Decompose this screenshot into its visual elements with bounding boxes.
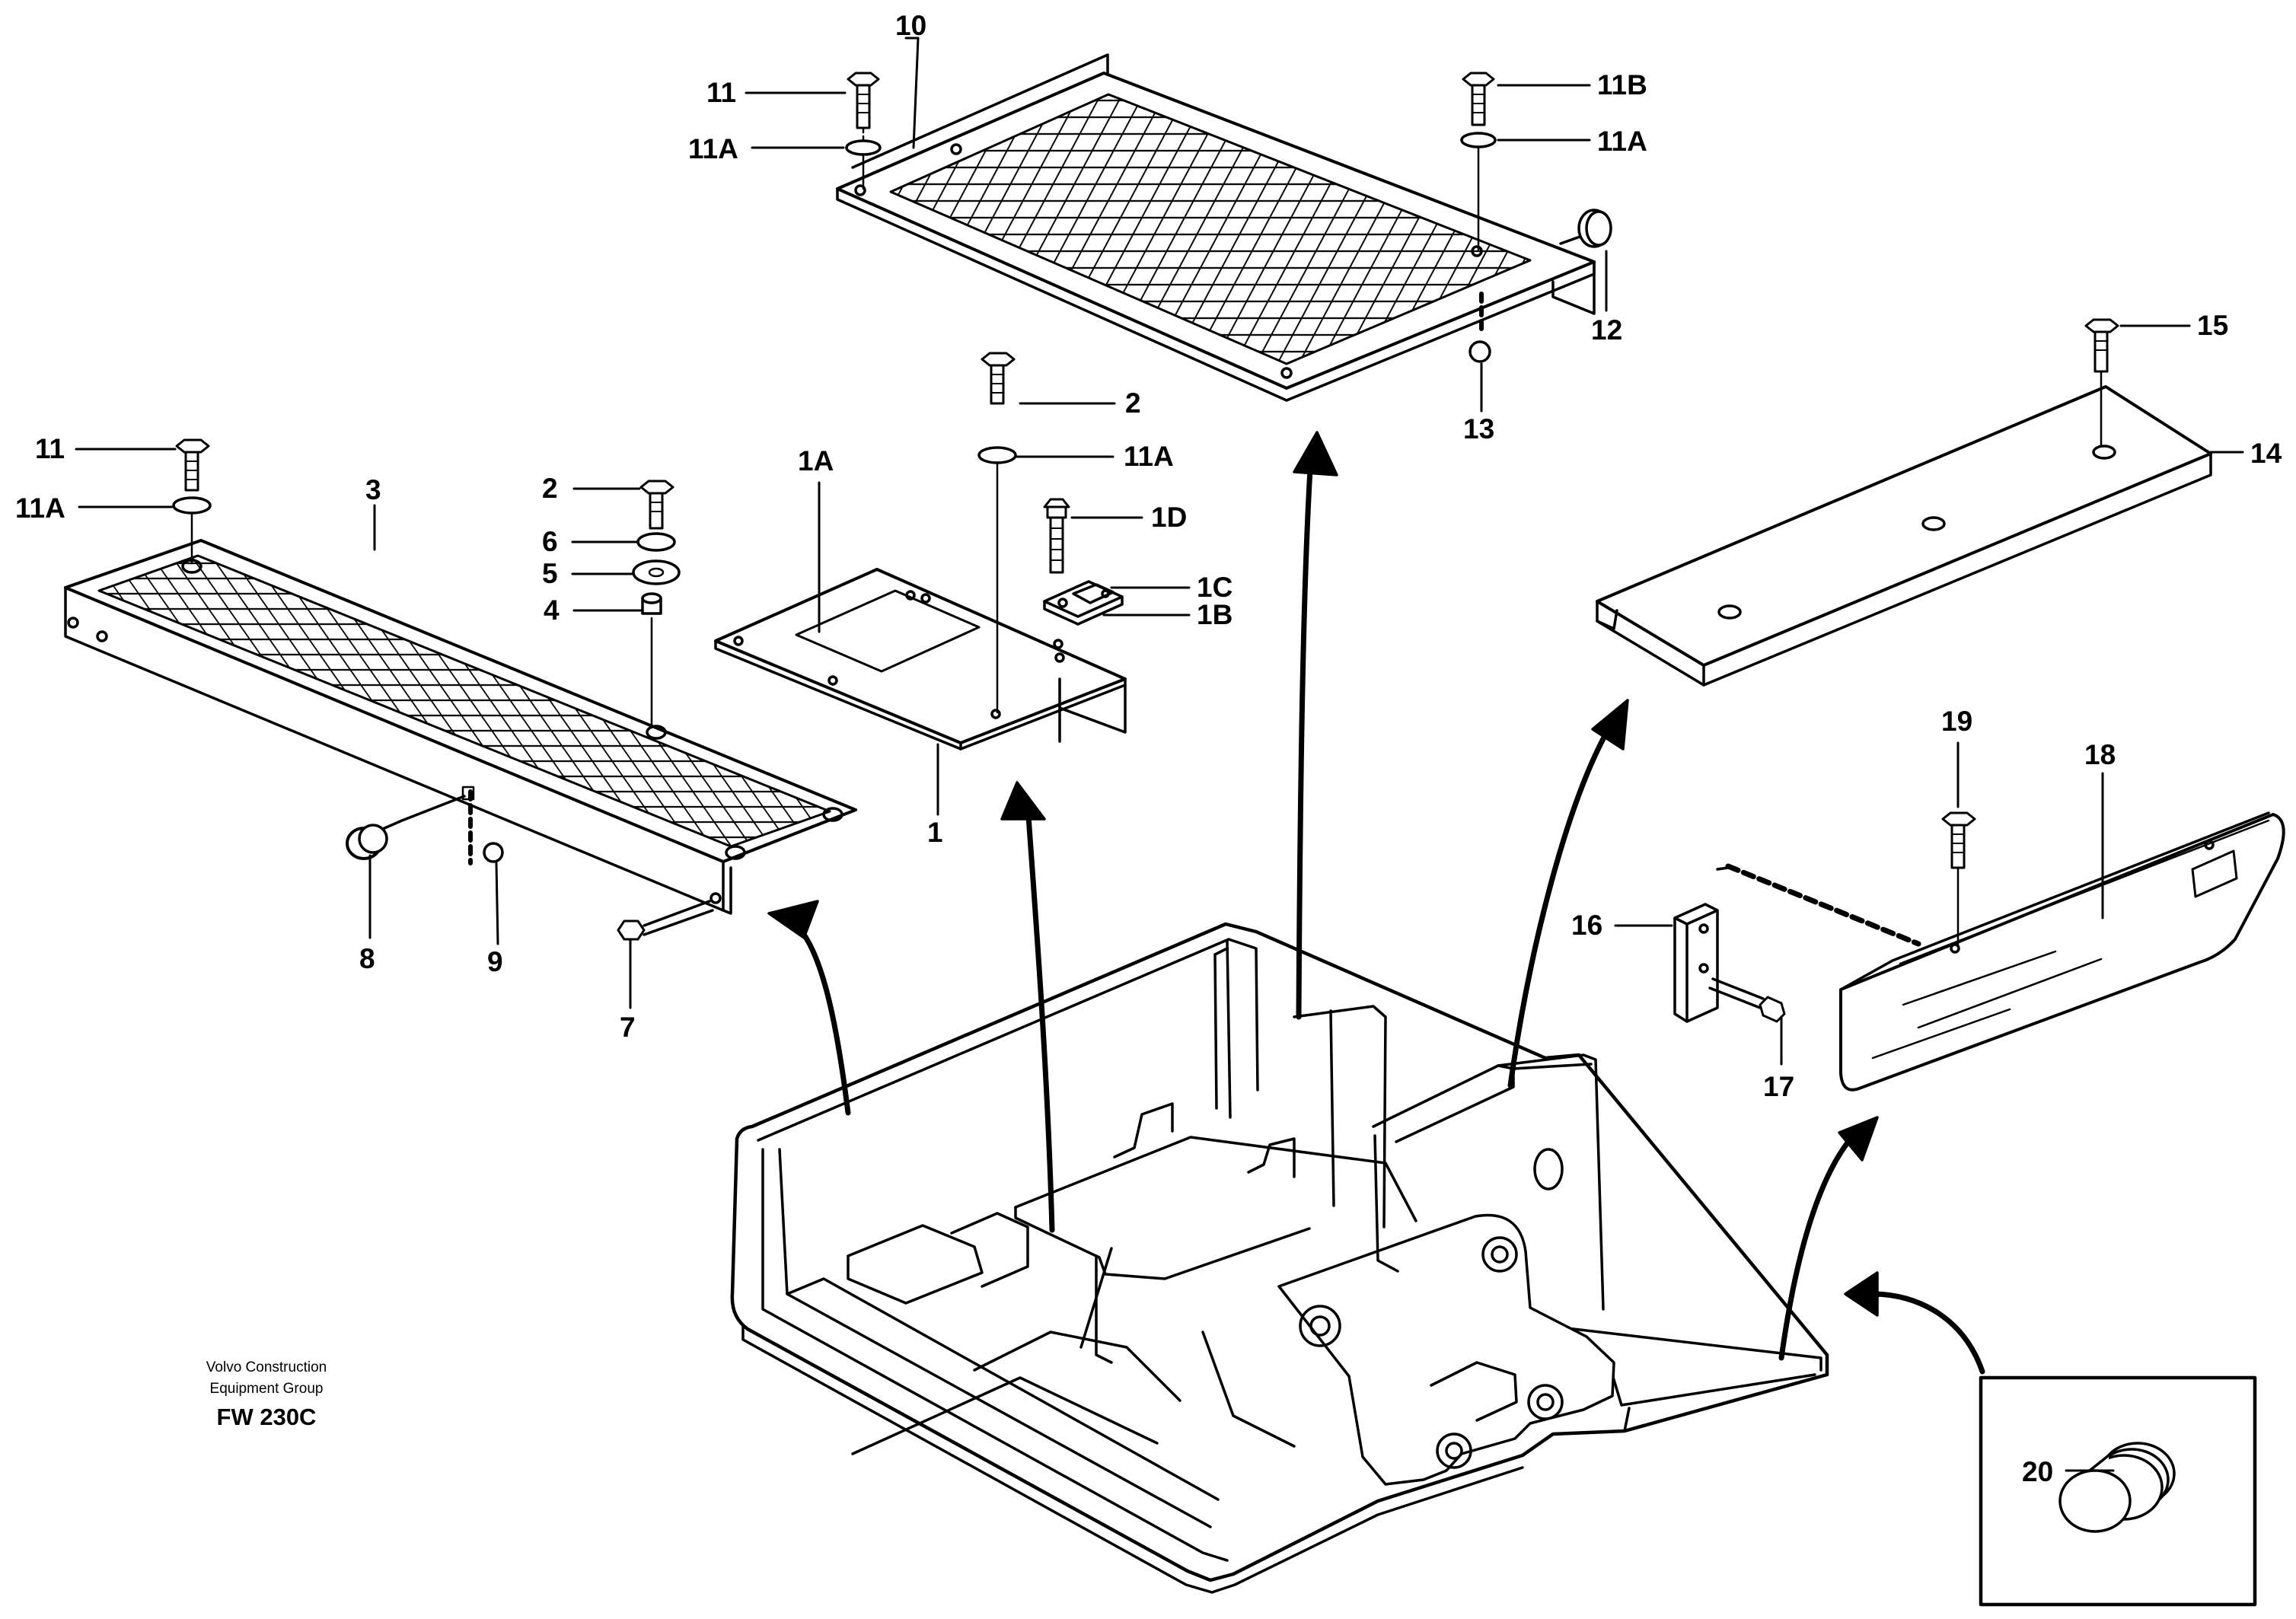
callout-11a-mid: 11A (1124, 441, 1174, 472)
bolt-11-left (175, 438, 210, 492)
knob-8 (346, 795, 466, 860)
drawing-code: FW 230C (217, 1404, 317, 1430)
bracket-16 (1673, 866, 1730, 1023)
plug-20 (2058, 1442, 2176, 1533)
callout-17: 17 (1763, 1071, 1794, 1102)
upper-frame (730, 922, 1829, 1594)
credit-company-line1: Volvo Construction (206, 1359, 327, 1375)
callout-1b: 1B (1197, 599, 1233, 630)
knob-12 (1559, 209, 1612, 248)
bolt-11b (1462, 72, 1495, 126)
callout-11-top: 11 (706, 77, 736, 108)
bolt-19 (1941, 811, 1976, 948)
callout-9: 9 (487, 946, 503, 977)
callout-12: 12 (1591, 314, 1622, 346)
arrow-to-top-grating (1293, 431, 1338, 1020)
callout-11a-top: 11A (688, 133, 738, 164)
spacer-4 (641, 592, 662, 615)
callout-labels: 10 11 11A 11B 11A 12 13 15 14 11 11A 3 2… (15, 10, 2282, 1487)
end-cover-18 (1839, 811, 2285, 1092)
callout-19: 19 (1941, 706, 1972, 737)
dashed-link-16-18 (1725, 863, 1921, 947)
callout-7: 7 (620, 1012, 636, 1043)
plug-inset-frame (1979, 1375, 2257, 1607)
latch-1c-1b (1043, 580, 1124, 626)
callout-3: 3 (365, 474, 381, 505)
bolt-7 (617, 900, 714, 941)
washer-11a-topright (1460, 132, 1497, 148)
callout-10: 10 (895, 10, 926, 41)
bolt-2-mid (981, 352, 1016, 405)
washer-5 (632, 559, 681, 585)
callout-11a-topright: 11A (1597, 126, 1647, 157)
bolt-17 (1708, 977, 1786, 1023)
washer-11a-left (172, 496, 212, 515)
callout-1d: 1D (1151, 502, 1187, 533)
callout-1a: 1A (798, 445, 834, 476)
washer-6 (636, 532, 676, 552)
callout-8: 8 (359, 943, 375, 974)
step-grating-3 (64, 539, 857, 915)
callout-16: 16 (1571, 910, 1602, 941)
credit-block: Volvo Construction Equipment Group FW 23… (206, 1359, 327, 1430)
callout-6: 6 (542, 526, 558, 557)
callout-1c: 1C (1197, 572, 1233, 603)
arrow-to-plug-inset (1844, 1271, 1985, 1375)
arrow-to-end-cover (1778, 1116, 1879, 1361)
callout-15: 15 (2197, 310, 2228, 341)
bolt-2-left (639, 480, 674, 530)
arrow-to-cover-plate (1507, 699, 1629, 1088)
callout-11b: 11B (1597, 69, 1647, 100)
nut-9 (461, 786, 504, 865)
callout-11-left: 11 (35, 433, 65, 464)
bolt-15 (2084, 318, 2119, 448)
callout-4: 4 (544, 594, 560, 626)
cover-plate-14 (1596, 385, 2212, 687)
callout-18: 18 (2084, 739, 2116, 770)
washer-11a-mid (977, 446, 1017, 464)
callout-11a-left: 11A (15, 492, 65, 524)
nut-13 (1468, 340, 1491, 363)
grating-panel-top (836, 53, 1596, 402)
callout-20: 20 (2022, 1456, 2053, 1487)
bolt-11-top (847, 72, 880, 143)
callout-5: 5 (542, 558, 558, 589)
callout-14: 14 (2250, 438, 2282, 469)
callout-2-mid: 2 (1125, 387, 1141, 419)
arrow-to-step-grating (767, 900, 851, 1116)
leader-lines (75, 37, 2244, 1472)
callout-13: 13 (1463, 413, 1494, 445)
washer-11a-top (845, 139, 882, 156)
bolt-1d (1043, 498, 1070, 574)
arrow-to-cover-box (1000, 781, 1055, 1233)
credit-company-line2: Equipment Group (210, 1381, 324, 1397)
callout-1: 1 (927, 817, 943, 848)
callout-2-left: 2 (542, 473, 558, 504)
